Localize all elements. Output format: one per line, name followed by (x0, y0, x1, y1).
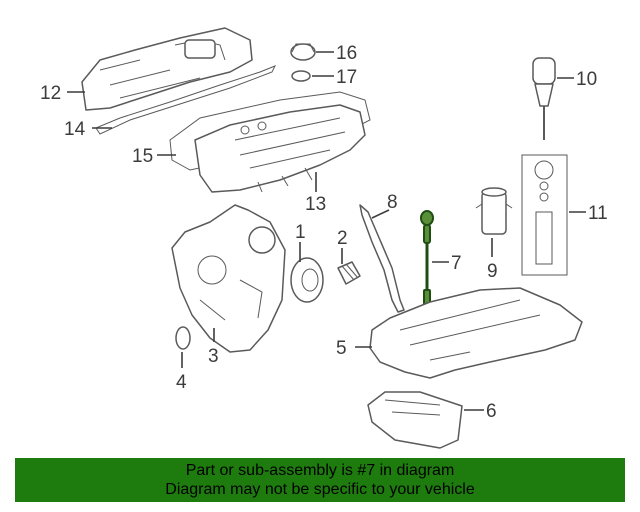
part-14-gasket[interactable] (95, 65, 277, 135)
banner-line-2: Diagram may not be specific to your vehi… (165, 481, 475, 498)
callout-16: 16 (336, 43, 357, 64)
callout-4: 4 (176, 372, 187, 393)
callout-7: 7 (451, 253, 462, 274)
part-8-tube[interactable] (359, 204, 405, 313)
callout-6: 6 (486, 401, 497, 422)
callout-13: 13 (305, 194, 326, 215)
callout-12: 12 (40, 83, 61, 104)
part-7-dipstick[interactable] (420, 210, 434, 305)
part-15-gasket[interactable] (169, 91, 371, 171)
part-5-oil-pan[interactable] (369, 287, 583, 379)
part-9-filter-housing[interactable] (475, 187, 513, 235)
part-17-seal[interactable] (291, 70, 311, 82)
callout-1: 1 (295, 222, 306, 243)
part-10-breather[interactable] (532, 57, 556, 140)
callout-9: 9 (487, 261, 498, 282)
callout-11: 11 (588, 203, 608, 224)
part-4-seal[interactable] (175, 326, 191, 350)
banner-line-1: Part or sub-assembly is #7 in diagram (185, 462, 455, 479)
part-1-pulley[interactable] (290, 257, 324, 303)
parts-diagram: 12 14 15 16 17 13 1 2 3 4 5 6 7 8 9 11 1… (40, 27, 608, 449)
part-12-cover[interactable] (81, 27, 253, 111)
part-2-sleeve[interactable] (337, 261, 361, 285)
leader-lines (67, 51, 586, 411)
part-13-head[interactable] (194, 104, 366, 193)
info-banner: Part or sub-assembly is #7 in diagram Di… (15, 458, 625, 502)
callout-3: 3 (208, 346, 219, 367)
callout-10: 10 (576, 69, 597, 90)
part-6-lower-pan[interactable] (367, 391, 463, 449)
callout-8: 8 (387, 192, 398, 213)
part-3-timing-cover[interactable] (171, 204, 286, 353)
part-16-cap[interactable] (290, 43, 316, 61)
callout-2: 2 (337, 228, 348, 249)
part-11-filter-kit[interactable] (521, 154, 568, 276)
callout-17: 17 (336, 67, 357, 88)
callout-15: 15 (132, 146, 153, 167)
callout-5: 5 (336, 338, 347, 359)
callout-14: 14 (64, 119, 86, 140)
